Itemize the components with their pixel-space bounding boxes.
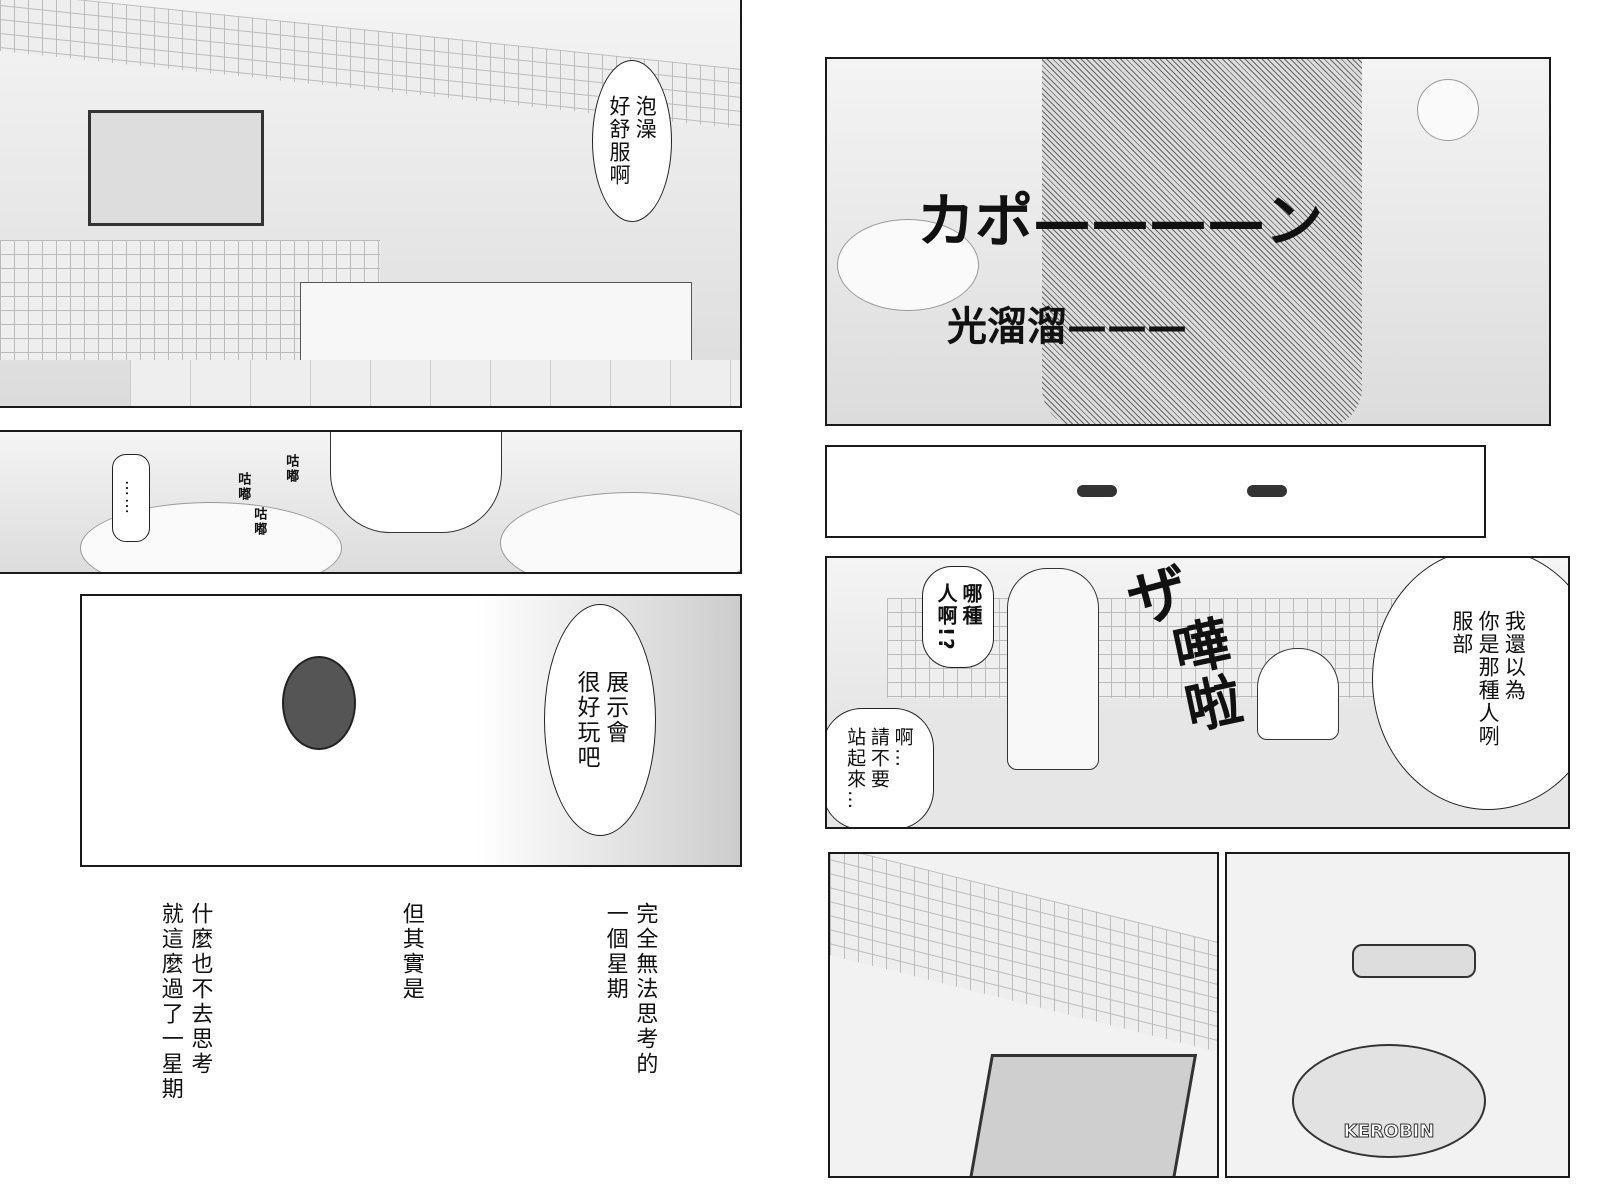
panel-boy-eyes — [825, 445, 1486, 538]
bubble-text: 啊… 請不要 站起來… — [844, 727, 914, 811]
panel-closeup-eye: 展示會 很好玩吧 — [80, 594, 742, 867]
narration-text: 完全無法思考的 一個星期 — [602, 902, 658, 1077]
panel-faucet-basin: KEROBIN — [1225, 852, 1570, 1178]
sfx-bubble: 咕嘟 — [251, 507, 267, 537]
panel-bathhouse-wide: 泡澡 好舒服啊 — [0, 0, 742, 408]
sfx-kapoon: カポ————ン — [917, 187, 1324, 255]
panel-bath-window — [828, 852, 1219, 1178]
bubble-text: 我還以為 你是那種人咧 服部 — [1449, 610, 1527, 748]
eye — [282, 656, 356, 750]
eye-left — [1077, 485, 1117, 497]
panel-standing-up: 哪種 人啊!? 啊… 請不要 站起來… 我還以為 你是那種人咧 服部 嘩啦 ザ — [825, 556, 1570, 829]
speech-bubble: …… — [112, 454, 150, 542]
basin-label: KEROBIN — [1343, 1121, 1435, 1143]
sfx-smooth: 光溜溜——— — [947, 304, 1187, 350]
speech-bubble: 啊… 請不要 站起來… — [827, 708, 934, 827]
speech-bubble: 泡澡 好舒服啊 — [592, 60, 672, 222]
panel-bubbling: …… 咕嘟 咕嘟 咕嘟 — [0, 430, 742, 574]
narration-text: 但其實是 — [398, 902, 424, 1002]
speech-bubble: 展示會 很好玩吧 — [544, 604, 656, 836]
eye-right — [1247, 485, 1287, 497]
faucet — [1352, 944, 1476, 978]
boy-head — [330, 432, 502, 533]
steam-cloud — [837, 219, 979, 311]
narration-text: 什麼也不去思考 就這麼過了一星期 — [157, 902, 213, 1102]
bubble-text: 泡澡 好舒服啊 — [607, 95, 658, 187]
tile-wall — [830, 854, 1217, 1053]
floor — [130, 360, 740, 406]
window — [968, 1054, 1198, 1176]
bubble-text: 哪種 人啊!? — [934, 582, 983, 652]
speech-bubble: 哪種 人啊!? — [922, 566, 994, 668]
sfx-bubble: 咕嘟 — [235, 472, 251, 502]
sfx-bubble: 咕嘟 — [283, 454, 299, 484]
bathtub — [300, 282, 692, 369]
bubble-text: 展示會 很好玩吧 — [573, 670, 628, 770]
speech-bubble: 我還以為 你是那種人咧 服部 — [1372, 558, 1568, 810]
basin: KEROBIN — [1292, 1044, 1486, 1158]
steam-cloud — [1417, 79, 1479, 141]
figure-back — [1042, 59, 1362, 424]
window — [88, 110, 264, 226]
standing-man — [1007, 568, 1099, 770]
sitting-boy — [1257, 648, 1339, 740]
bubble-text: …… — [122, 480, 141, 516]
steam-cloud — [500, 492, 740, 572]
panel-sfx-back: カポ————ン 光溜溜——— — [825, 57, 1551, 426]
